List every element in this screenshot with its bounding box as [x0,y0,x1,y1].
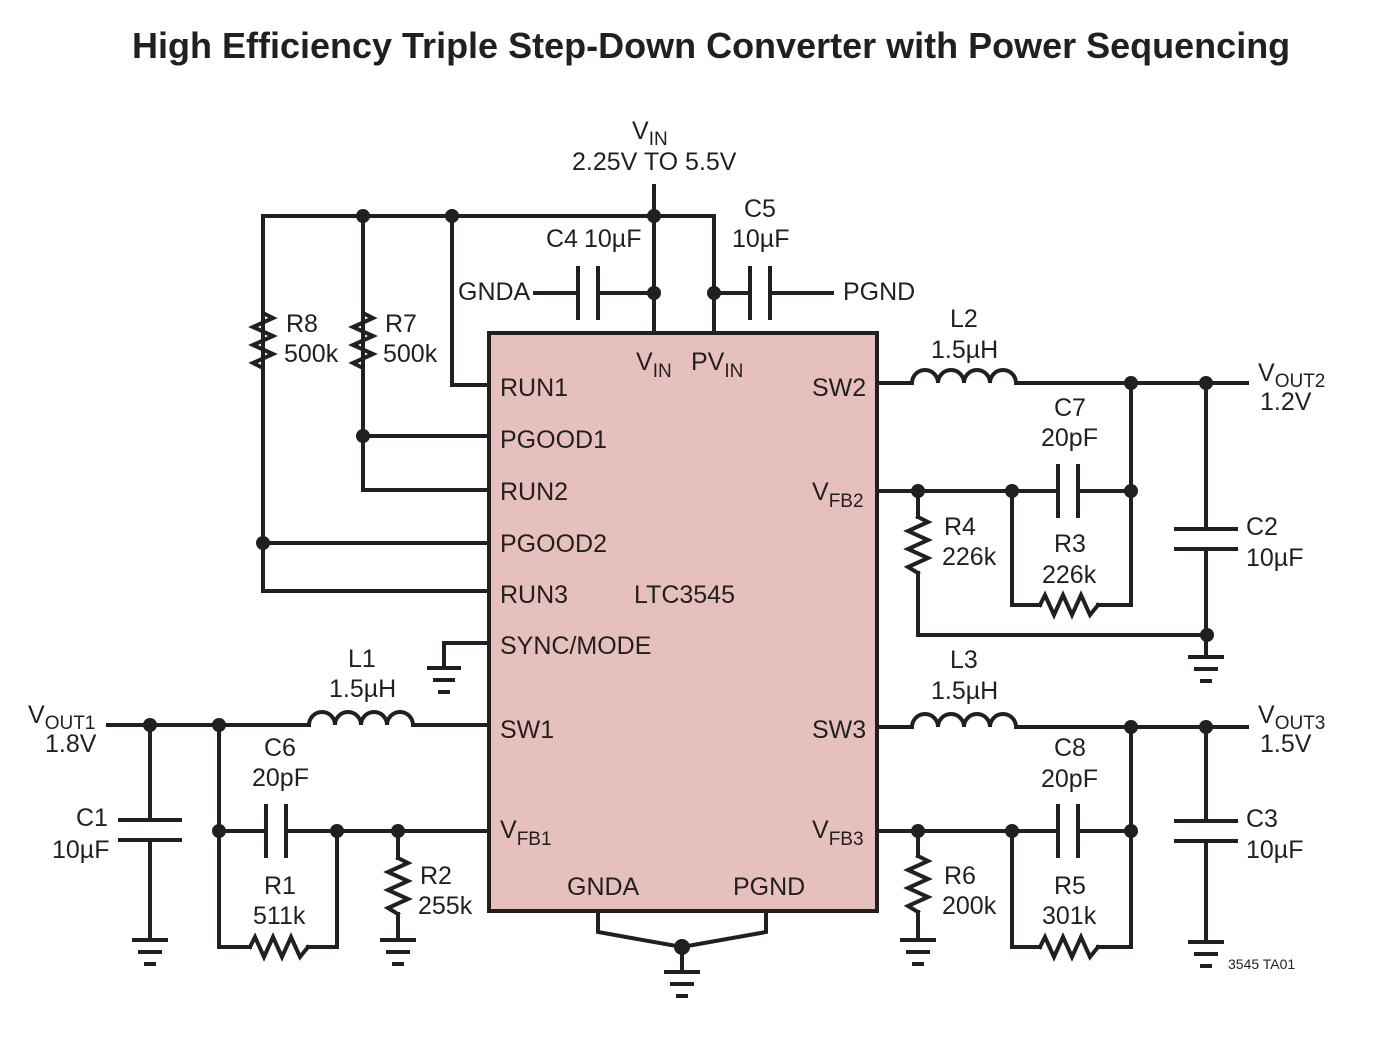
inductor-l2 [909,368,1019,386]
pin-pvin: PVIN [691,348,743,382]
ground-symbol-r6 [900,938,936,966]
c7-value: 20pF [1041,424,1098,452]
pin-pgood2: PGOOD2 [500,530,607,558]
ground-symbol-c3 [1188,940,1224,968]
c1-value: 10µF [52,836,109,864]
c3-ref: C3 [1246,805,1278,833]
c4-ref: C4 [546,225,578,253]
inductor-l3 [909,712,1019,730]
c8-ref: C8 [1054,734,1086,762]
capacitor-c8 [1056,804,1080,858]
c7-ref: C7 [1054,394,1086,422]
r2-value: 255k [418,892,473,920]
resistor-r3 [1037,590,1101,620]
c1-ref: C1 [76,804,108,832]
r6-ref: R6 [944,862,976,890]
pin-vfb2: VFB2 [812,478,864,512]
c6-value: 20pF [252,764,309,792]
r7-value: 500k [383,340,438,368]
r8-value: 500k [284,340,339,368]
chip-part-number: LTC3545 [634,581,735,609]
l3-ref: L3 [950,646,978,674]
ground-symbol-sync [427,666,461,694]
l2-ref: L2 [950,305,978,333]
capacitor-c5 [748,266,772,320]
vout2-value: 1.2V [1260,388,1312,416]
r4-ref: R4 [944,513,976,541]
pin-sw3: SW3 [812,716,866,744]
resistor-r1 [247,932,311,962]
l1-value: 1.5µH [329,675,396,703]
r4-value: 226k [942,543,997,571]
ic-body [487,331,879,913]
pin-run2: RUN2 [500,478,568,506]
r5-ref: R5 [1054,872,1086,900]
capacitor-c1 [118,818,182,842]
r5-value: 301k [1042,902,1097,930]
pin-sw1: SW1 [500,716,554,744]
pgnd-supply-label: PGND [843,278,915,306]
capacitor-c6 [264,804,288,858]
vout3-value: 1.5V [1260,730,1312,758]
inductor-l1 [306,710,416,728]
ground-symbol-chip [664,970,700,998]
resistor-r8 [248,303,278,377]
c5-value: 10µF [732,225,789,253]
l2-value: 1.5µH [931,336,998,364]
capacitor-c3 [1174,819,1238,843]
r2-ref: R2 [420,862,452,890]
pin-vin: VIN [636,348,672,382]
vin-range-label: 2.25V TO 5.5V [572,148,737,176]
l3-value: 1.5µH [931,677,998,705]
diagram-title: High Efficiency Triple Step-Down Convert… [132,25,1290,66]
r3-value: 226k [1042,561,1097,589]
c3-value: 10µF [1246,836,1303,864]
vout2-label: VOUT2 [1258,359,1325,392]
figure-id: 3545 TA01 [1228,956,1295,972]
capacitor-c2 [1174,527,1238,551]
junction-dots [143,209,1214,955]
r7-ref: R7 [385,310,417,338]
c2-ref: C2 [1246,513,1278,541]
vout1-value: 1.8V [45,730,97,758]
c8-value: 20pF [1041,765,1098,793]
vin-supply-label: VIN [632,117,668,150]
pin-vfb3: VFB3 [812,816,864,850]
l1-ref: L1 [348,645,376,673]
pin-sw2: SW2 [812,374,866,402]
r1-ref: R1 [264,872,296,900]
pin-sync-mode: SYNC/MODE [500,632,651,660]
resistor-r2 [383,855,413,917]
wires [106,184,1249,972]
pin-run1: RUN1 [500,374,568,402]
capacitor-c4 [576,266,600,320]
pin-pgnd: PGND [733,873,805,901]
resistor-r7 [348,303,378,377]
c4-value: 10µF [584,225,641,253]
ground-symbol-c1 [132,938,168,966]
r1-value: 511k [253,902,306,930]
vout3-label: VOUT3 [1258,701,1325,734]
vout1-label: VOUT1 [28,701,95,734]
ground-symbol-r2 [380,938,416,966]
pin-run3: RUN3 [500,581,568,609]
capacitor-c7 [1056,464,1080,518]
resistor-r6 [903,853,933,915]
pin-pgood1: PGOOD1 [500,426,607,454]
pin-vfb1: VFB1 [500,816,552,850]
r3-ref: R3 [1054,530,1086,558]
pin-gnda: GNDA [567,873,640,901]
c5-ref: C5 [744,195,776,223]
resistor-r4 [903,514,933,576]
c2-value: 10µF [1246,544,1303,572]
ground-symbol-c2 [1188,655,1224,683]
resistor-r5 [1037,932,1101,962]
r8-ref: R8 [286,310,318,338]
r6-value: 200k [942,892,997,920]
c6-ref: C6 [264,734,296,762]
gnda-supply-label: GNDA [458,278,531,306]
